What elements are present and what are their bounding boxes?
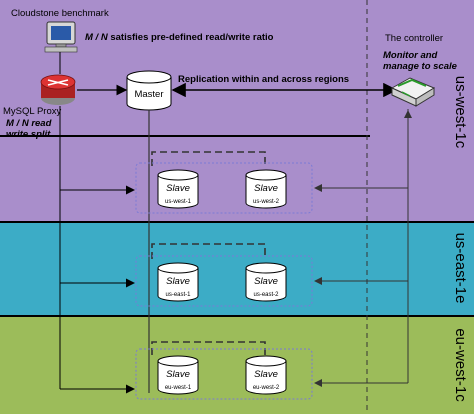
slave-title: Slave — [166, 276, 190, 287]
proxy-sub1: M / N read — [6, 118, 52, 129]
slave-region: us-east-2 — [253, 292, 279, 298]
controller-label: The controller — [385, 33, 443, 44]
master-db — [126, 70, 172, 111]
slave-title: Slave — [254, 369, 278, 380]
ratio-prefix: M / N — [85, 32, 109, 43]
controller-icon — [390, 77, 436, 107]
slave-db-us-west-2: Slave us-west-2 — [245, 169, 287, 209]
slave-title: Slave — [254, 276, 278, 287]
region-label-us-east: us-east-1e — [452, 233, 469, 304]
region-label-eu-west: eu-west-1c — [452, 328, 469, 402]
slave-group-eu — [135, 348, 313, 400]
proxy-label: MySQL Proxy — [3, 106, 61, 117]
region-band-us-west — [0, 0, 474, 222]
slave-region: eu-west-2 — [253, 385, 280, 391]
controller-sub1: Monitor and — [383, 50, 438, 61]
region-band-eu-west — [0, 316, 474, 414]
slave-group-east — [135, 255, 313, 307]
proxy-sub2: write split — [6, 129, 51, 140]
region-label-us-west: us-west-1c — [452, 76, 469, 149]
slave-title: Slave — [166, 183, 190, 194]
slave-region: us-west-1 — [165, 199, 192, 205]
slave-region: us-west-2 — [253, 199, 280, 205]
slave-db-eu-west-2: Slave eu-west-2 — [245, 355, 287, 395]
benchmark-label: Cloudstone benchmark — [11, 8, 109, 19]
computer-icon — [44, 21, 78, 53]
ratio-text: M / N satisfies pre-defined read/write r… — [85, 32, 274, 43]
repl-bracket-west — [151, 151, 266, 166]
slave-db-us-west-1: Slave us-west-1 — [157, 169, 199, 209]
repl-bracket-east — [151, 243, 266, 259]
slave-db-us-east-1: Slave us-east-1 — [157, 262, 199, 302]
slave-db-us-east-2: Slave us-east-2 — [245, 262, 287, 302]
slave-region: eu-west-1 — [165, 385, 192, 391]
slave-db-eu-west-1: Slave eu-west-1 — [157, 355, 199, 395]
controller-sub2: manage to scale — [383, 61, 458, 72]
master-label: Master — [134, 89, 163, 100]
slave-region: us-east-1 — [165, 292, 191, 298]
ratio-suffix: satisfies pre-defined read/write ratio — [108, 32, 274, 43]
slave-group-west — [135, 162, 313, 214]
region-band-us-east — [0, 222, 474, 316]
router-icon — [40, 74, 76, 105]
slave-title: Slave — [166, 369, 190, 380]
replication-label: Replication within and across regions — [178, 74, 349, 85]
slave-title: Slave — [254, 183, 278, 194]
